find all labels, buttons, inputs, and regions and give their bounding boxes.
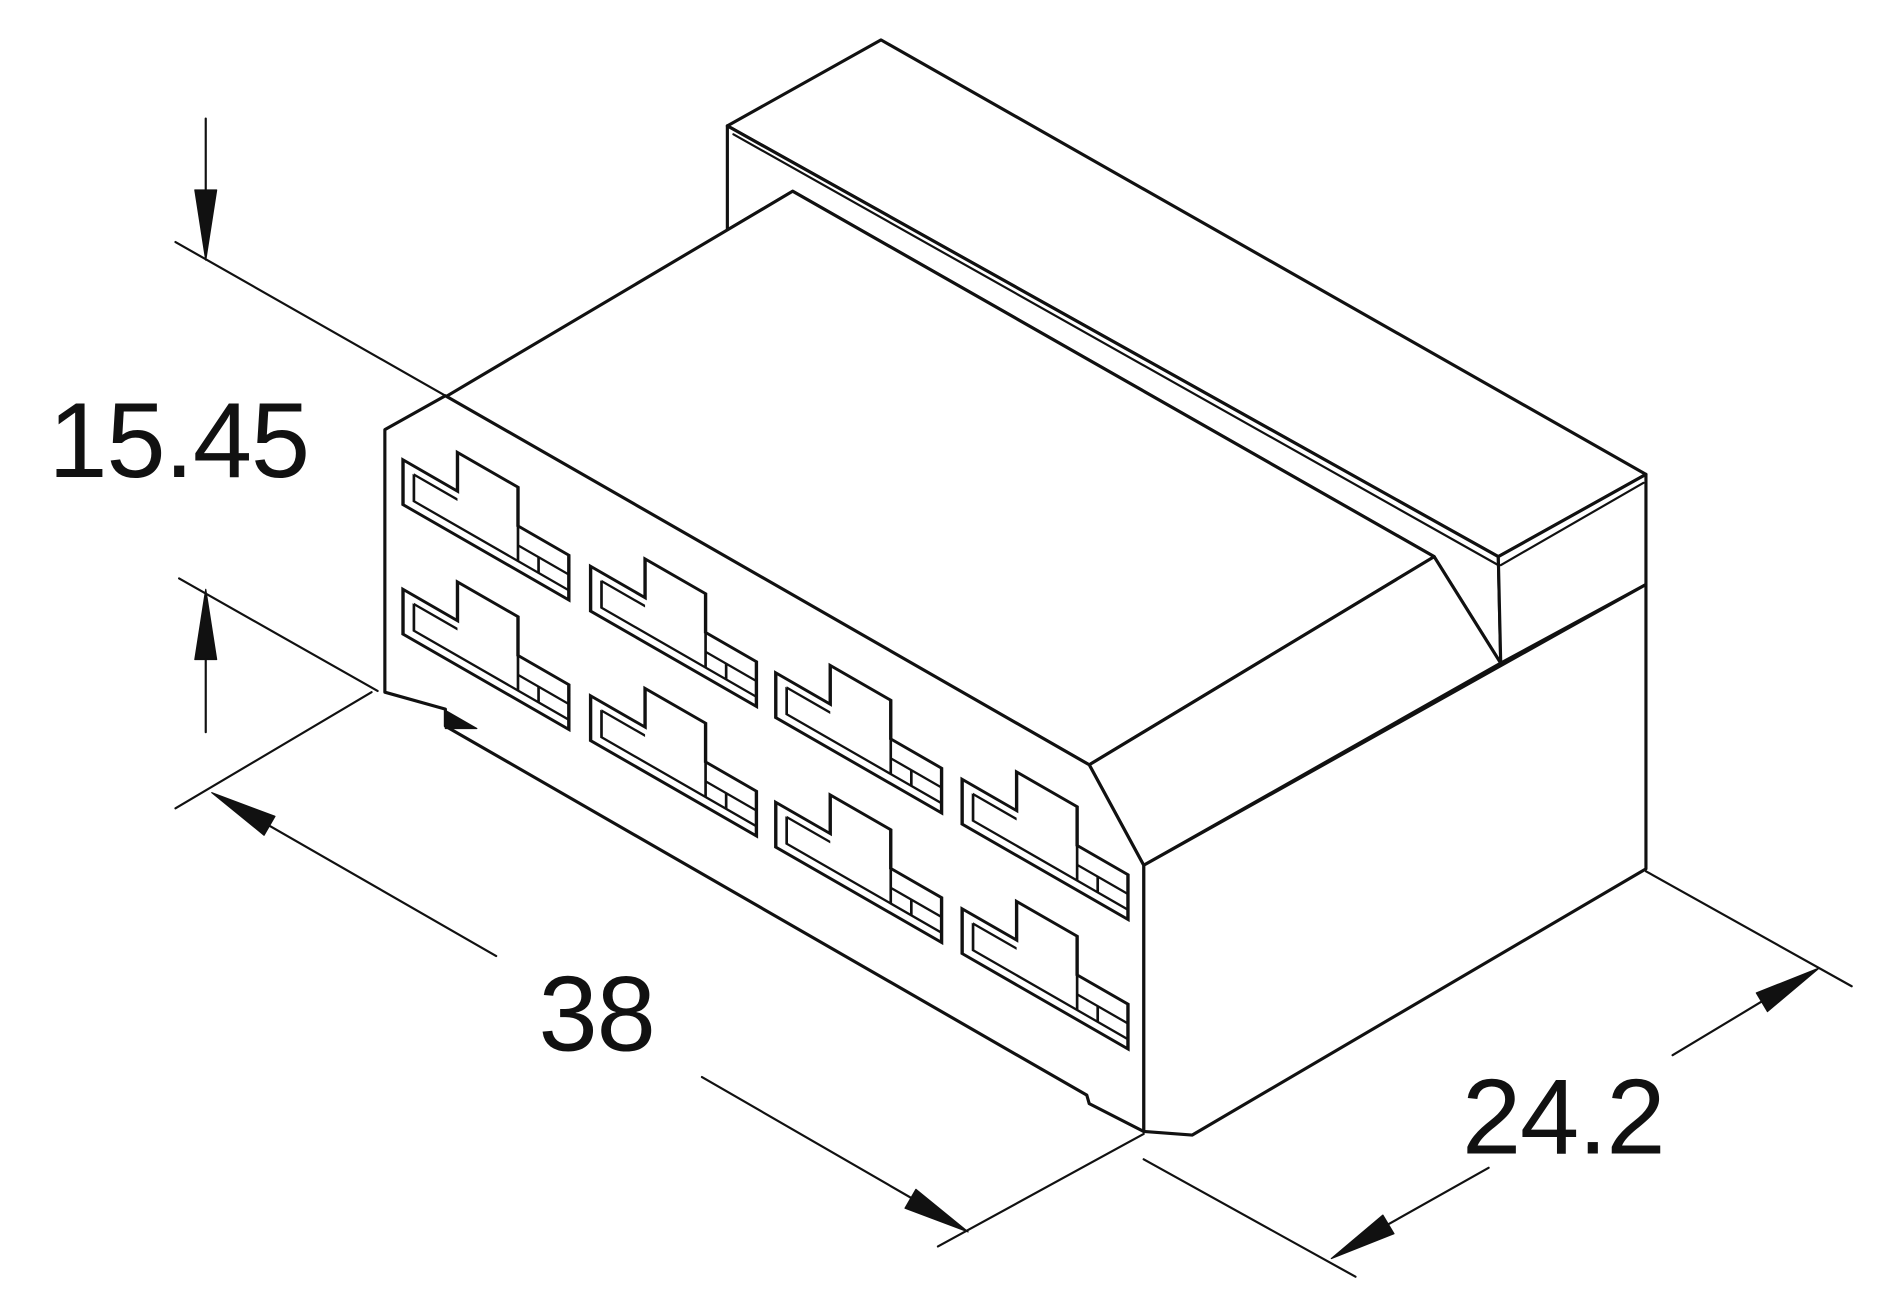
height-arrowhead-top bbox=[194, 189, 218, 261]
height-arrowhead-bottom bbox=[194, 588, 218, 661]
length-dimension-line-right bbox=[700, 1075, 921, 1204]
main-housing-body bbox=[383, 189, 1648, 1137]
rear-latch-block bbox=[725, 38, 1648, 665]
housing-front-face bbox=[383, 394, 1146, 1134]
height-extension-line-bottom bbox=[178, 577, 379, 693]
length-extension-line-right bbox=[936, 1132, 1145, 1248]
width-extension-line-right bbox=[1644, 870, 1853, 988]
length-dimension: 38 bbox=[174, 691, 1145, 1248]
width-dimension-line-upper bbox=[1671, 997, 1769, 1057]
width-dimension-line-lower bbox=[1382, 1166, 1490, 1229]
length-dimension-line-left bbox=[259, 819, 498, 958]
rear-block-side-bevel-line bbox=[1499, 481, 1645, 567]
height-extension-line-top bbox=[174, 240, 447, 397]
length-dimension-label: 38 bbox=[539, 954, 655, 1073]
width-dimension-label: 24.2 bbox=[1462, 1057, 1664, 1176]
rear-block-bevel-line bbox=[732, 133, 1500, 567]
length-arrowhead-left bbox=[211, 792, 276, 836]
bottom-notch bbox=[444, 709, 478, 730]
height-dimension-label: 15.45 bbox=[48, 381, 308, 500]
length-extension-line-left bbox=[174, 691, 373, 810]
height-dimension: 15.45 bbox=[48, 117, 447, 734]
length-arrowhead-right bbox=[904, 1188, 969, 1233]
width-extension-line-left bbox=[1142, 1158, 1357, 1278]
width-arrowhead-lower bbox=[1330, 1214, 1395, 1260]
width-dimension: 24.2 bbox=[1142, 870, 1853, 1278]
width-arrowhead-upper bbox=[1755, 967, 1820, 1013]
